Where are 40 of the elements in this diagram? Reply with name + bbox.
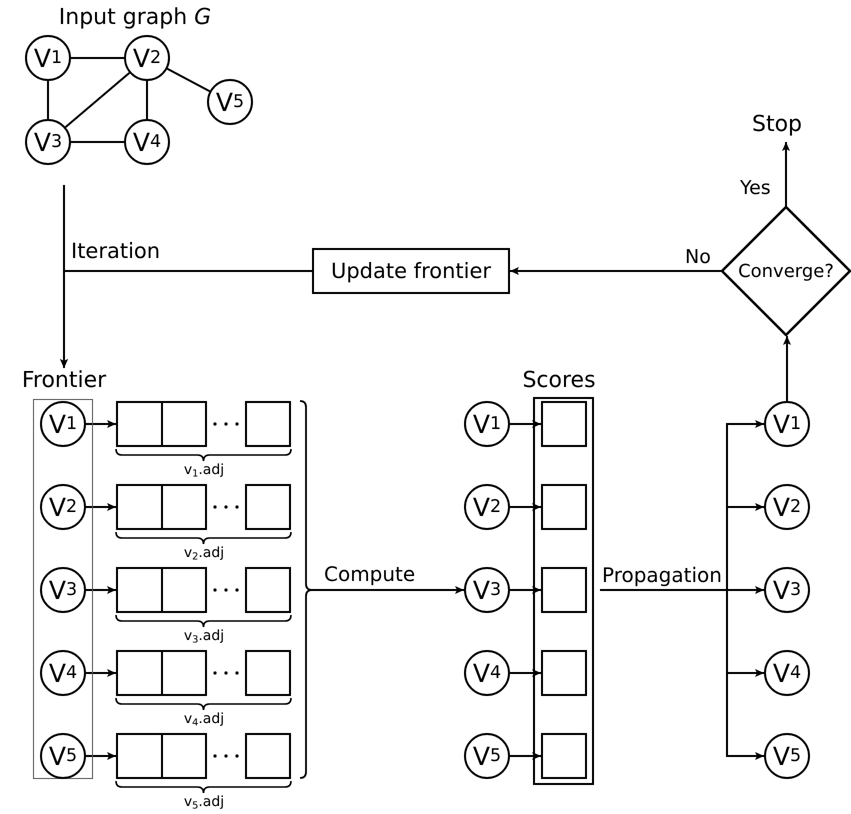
arrow [310,586,464,594]
group-heading: Scores [522,368,596,393]
group-heading: Frontier [22,368,106,393]
arrow [60,270,312,368]
graph-edge [47,81,49,119]
array-label: v$_{1}$.adj [184,462,224,478]
graph-edge [64,72,130,128]
score-cell [541,401,587,447]
arrow [510,503,541,511]
arrow [510,669,541,677]
score-cell [541,650,587,696]
array-label: v$_{5}$.adj [184,794,224,810]
arrow [600,589,764,760]
arrow [86,669,116,677]
arrow [510,267,721,275]
array-label: v$_{3}$.adj [184,628,224,644]
arrow [510,586,541,594]
group-heading: Input graph G [58,5,212,30]
array-label: v$_{4}$.adj [184,711,224,727]
graph-edge [146,81,148,119]
process-box: Update frontier [312,248,510,294]
array-label: v$_{2}$.adj [184,545,224,561]
edge-label: Propagation [601,564,723,586]
arrow [783,336,791,401]
score-cell [541,733,587,779]
decision-label: Converge? [738,260,834,282]
graph-edge [166,68,210,92]
arrow [510,420,541,428]
score-cell [541,484,587,530]
edge-label: Compute [323,563,416,585]
arrow [86,503,116,511]
graph-edge [71,57,124,59]
arrow [86,752,116,760]
arrow [86,420,116,428]
arrow [782,142,790,206]
terminal-label: Stop [752,112,802,137]
arrow [86,586,116,594]
graph-edge [71,141,124,143]
score-cell [541,567,587,613]
arrow [510,752,541,760]
